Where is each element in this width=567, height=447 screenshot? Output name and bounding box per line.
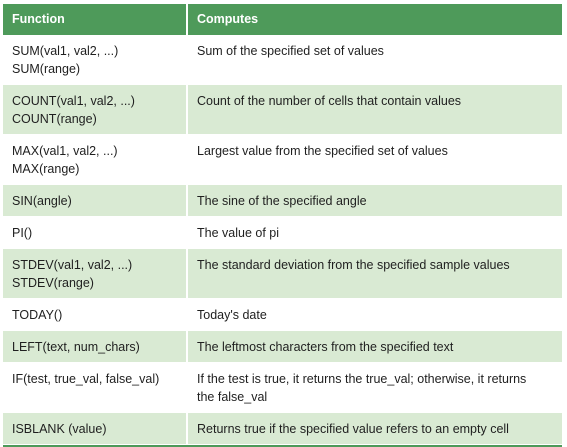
computes-description: Count of the number of cells that contai… <box>197 94 462 108</box>
function-cell: SIN(angle) <box>3 184 188 217</box>
function-signature: MAX(val1, val2, ...) <box>12 144 118 158</box>
computes-description: The leftmost characters from the specifi… <box>197 340 454 354</box>
table-row: MAX(val1, val2, ...) MAX(range) Largest va… <box>3 134 562 185</box>
computes-cell: The leftmost characters from the specifi… <box>187 330 562 363</box>
function-signature: COUNT(range) <box>12 112 97 126</box>
computes-description: the false_val <box>197 390 268 404</box>
computes-cell: If the test is true, it returns the true… <box>187 362 562 413</box>
computes-description: If the test is true, it returns the true… <box>197 372 527 386</box>
function-cell: LEFT(text, num_chars) <box>3 330 188 363</box>
table-row: PI() The value of pi <box>3 216 562 249</box>
function-signature: STDEV(range) <box>12 276 94 290</box>
function-cell: IF(test, true_val, false_val) <box>3 362 188 413</box>
function-cell: SUM(val1, val2, ...) SUM(range) <box>3 35 188 85</box>
function-signature: IF(test, true_val, false_val) <box>12 372 160 386</box>
computes-description: Largest value from the specified set of … <box>197 144 448 158</box>
function-cell: COUNT(val1, val2, ...) COUNT(range) <box>3 84 188 135</box>
function-cell: TODAY() <box>3 298 188 331</box>
table-header-row: Function Computes <box>3 4 562 35</box>
function-signature: LEFT(text, num_chars) <box>12 340 140 354</box>
computes-cell: The sine of the specified angle <box>187 184 562 217</box>
computes-description: The standard deviation from the specifie… <box>197 258 510 272</box>
function-cell: MAX(val1, val2, ...) MAX(range) <box>3 134 188 185</box>
function-signature: TODAY() <box>12 308 63 322</box>
table-row: TODAY() Today's date <box>3 298 562 331</box>
function-signature: PI() <box>12 226 33 240</box>
computes-cell: Count of the number of cells that contai… <box>187 84 562 135</box>
computes-description: The value of pi <box>197 226 279 240</box>
computes-cell: Today's date <box>187 298 562 331</box>
computes-description: The sine of the specified angle <box>197 194 367 208</box>
computes-cell: Sum of the specified set of values <box>187 35 562 85</box>
table-row: LEFT(text, num_chars) The leftmost charac… <box>3 330 562 363</box>
computes-cell: Returns true if the specified value refe… <box>187 412 562 445</box>
function-cell: STDEV(val1, val2, ...) STDEV(range) <box>3 248 188 299</box>
function-signature: SUM(val1, val2, ...) <box>12 44 119 58</box>
header-function: Function <box>3 4 188 35</box>
table-row: IF(test, true_val, false_val) If the test… <box>3 362 562 413</box>
header-computes: Computes <box>187 4 562 35</box>
function-signature: STDEV(val1, val2, ...) <box>12 258 133 272</box>
table-body: SUM(val1, val2, ...) SUM(range) Sum of the… <box>3 35 562 445</box>
computes-cell: The value of pi <box>187 216 562 249</box>
functions-table: Function Computes SUM(val1, val2, ...)SU… <box>3 4 562 445</box>
function-cell: ISBLANK (value) <box>3 412 188 445</box>
function-cell: PI() <box>3 216 188 249</box>
computes-description: Today's date <box>197 308 267 322</box>
function-signature: SIN(angle) <box>12 194 72 208</box>
table-row: STDEV(val1, val2, ...) STDEV(range) The st… <box>3 248 562 299</box>
function-signature: SUM(range) <box>12 62 81 76</box>
function-signature: COUNT(val1, val2, ...) <box>12 94 135 108</box>
computes-cell: The standard deviation from the specifie… <box>187 248 562 299</box>
computes-description: Returns true if the specified value refe… <box>197 422 509 436</box>
table-row: SUM(val1, val2, ...) SUM(range) Sum of the… <box>3 35 562 85</box>
table-row: COUNT(val1, val2, ...) COUNT(range) Count … <box>3 84 562 135</box>
table-row: SIN(angle) The sine of the specified angl… <box>3 184 562 217</box>
computes-cell: Largest value from the specified set of … <box>187 134 562 185</box>
computes-description: Sum of the specified set of values <box>197 44 384 58</box>
table-row: ISBLANK (value) Returns true if the speci… <box>3 412 562 445</box>
function-signature: ISBLANK (value) <box>12 422 107 436</box>
function-signature: MAX(range) <box>12 162 80 176</box>
